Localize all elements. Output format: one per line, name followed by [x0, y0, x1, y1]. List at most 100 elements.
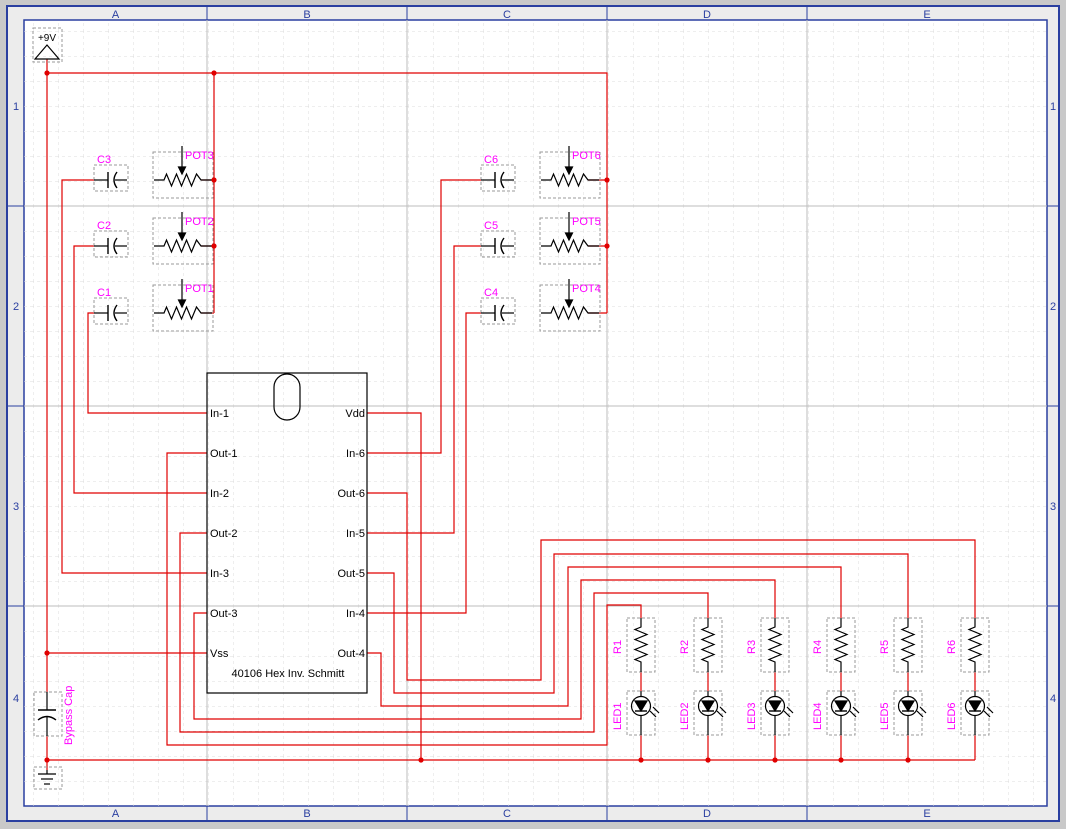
led-emission-arrow-icon [786, 706, 794, 714]
ic-notch-icon [273, 373, 301, 421]
pot-label: POT3 [185, 150, 214, 162]
power-outline [32, 27, 63, 63]
capacitor-outline [93, 230, 129, 258]
wire-c5-in5 [367, 245, 481, 534]
wire-vdd [367, 412, 422, 760]
ic-pin-label-right: In-6 [346, 448, 365, 460]
resistor-label: R6 [946, 640, 958, 654]
led-emission-arrow-icon [716, 710, 724, 718]
junction-dot [44, 70, 50, 76]
junction-dot [44, 757, 50, 763]
resistor-icon [967, 618, 983, 672]
capacitor-icon [500, 304, 505, 322]
zone-col-label-bottom: B [303, 808, 310, 820]
ic-caption: 40106 Hex Inv. Schmitt [232, 668, 345, 680]
junction-dot [211, 177, 217, 183]
led-emission-arrow-icon [919, 706, 927, 714]
potentiometer-icon [541, 238, 599, 254]
wires [46, 59, 976, 770]
pot-label: POT2 [185, 216, 214, 228]
potentiometer-icon [154, 172, 212, 188]
potentiometer-icon [541, 172, 599, 188]
pot-outline [152, 151, 214, 199]
ic-pin-label-right: Out-6 [337, 488, 365, 500]
wire-out3-r3 [193, 579, 776, 720]
ic-pin-label-left: Out-3 [210, 608, 238, 620]
pot-outline [539, 151, 601, 199]
bypass-cap-label: Bypass Cap [63, 686, 75, 745]
wire-vcc-top [47, 72, 608, 313]
wire-out1-r1 [166, 452, 642, 746]
wire-c6-in6 [367, 179, 481, 454]
wire-c4-in4 [367, 312, 481, 614]
led-emission-arrow-icon [986, 706, 994, 714]
capacitor-icon [113, 237, 118, 255]
resistor-icon [633, 618, 649, 672]
resistor-icon [900, 618, 916, 672]
zone-col-label-top: A [112, 9, 120, 21]
junction-dot [772, 757, 778, 763]
power-arrow-icon [33, 44, 61, 60]
capacitor-label: C6 [484, 154, 498, 166]
led-emission-arrow-icon [852, 706, 860, 714]
led-emission-arrow-icon [916, 710, 924, 718]
ic-pin-label-left: Out-1 [210, 448, 238, 460]
resistor-icon [833, 618, 849, 672]
pot-label: POT1 [185, 283, 214, 295]
zone-row-label-right: 4 [1050, 693, 1056, 705]
wire-out5-r5 [367, 553, 909, 694]
junction-dot [705, 757, 711, 763]
pot-label: POT5 [572, 216, 601, 228]
wire-out2-r2 [179, 532, 709, 733]
resistor-label: R5 [879, 640, 891, 654]
power-label: +9V [38, 33, 56, 44]
pot-label: POT4 [572, 283, 601, 295]
capacitor-outline [480, 230, 516, 258]
zone-row-label-left: 4 [13, 693, 19, 705]
potentiometer-icon [541, 305, 599, 321]
zone-col-label-top: E [923, 9, 930, 21]
zone-row-label-left: 3 [13, 501, 19, 513]
zone-col-label-bottom: E [923, 808, 930, 820]
led-emission-arrow-icon [983, 710, 991, 718]
pot-outline [539, 284, 601, 332]
zone-row-label-right: 3 [1050, 501, 1056, 513]
zone-row-label-left: 2 [13, 301, 19, 313]
led-diode-icon [833, 700, 849, 713]
led-label: LED5 [879, 702, 891, 730]
capacitor-label: C3 [97, 154, 111, 166]
junction-dot [838, 757, 844, 763]
zone-col-label-bottom: A [112, 808, 120, 820]
ic-pin-label-right: In-4 [346, 608, 365, 620]
led-emission-arrow-icon [649, 710, 657, 718]
junction-dot [905, 757, 911, 763]
led-emission-arrow-icon [849, 710, 857, 718]
wire-c1-in1 [87, 312, 207, 414]
resistor-label: R2 [679, 640, 691, 654]
junction-dot [638, 757, 644, 763]
capacitor-icon [500, 237, 505, 255]
wire-out4-r4 [367, 566, 842, 707]
junction-dot [44, 650, 50, 656]
zone-row-label-right: 1 [1050, 101, 1056, 113]
led-label: LED6 [946, 702, 958, 730]
ic-body [206, 372, 368, 694]
led-emission-arrow-icon [652, 706, 660, 714]
capacitor-label: C5 [484, 220, 498, 232]
ic-pin-label-left: Out-2 [210, 528, 238, 540]
wire-c2-in2 [73, 245, 207, 494]
zone-col-label-top: D [703, 9, 711, 21]
pot-label: POT6 [572, 150, 601, 162]
ic-pin-label-right: Out-4 [337, 648, 365, 660]
led-label: LED4 [812, 702, 824, 730]
zone-row-label-left: 1 [13, 101, 19, 113]
ic-pin-label-right: Vdd [345, 408, 365, 420]
pot-outline [152, 217, 214, 265]
pot-wiper-arrow-icon [177, 166, 187, 176]
led-label: LED3 [746, 702, 758, 730]
potentiometer-icon [154, 305, 212, 321]
pot-outline [539, 217, 601, 265]
